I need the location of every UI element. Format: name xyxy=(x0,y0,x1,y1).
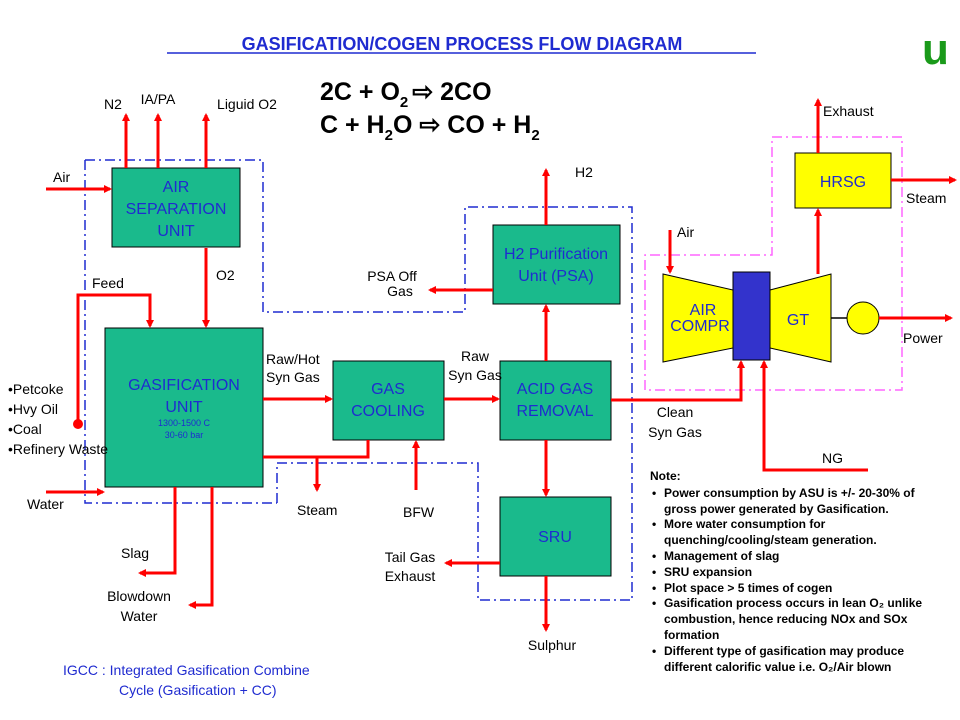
label-blowdown-2: Water xyxy=(121,608,158,624)
label-clean-2: Syn Gas xyxy=(648,424,702,440)
label-feed: Feed xyxy=(92,275,124,291)
svg-text:AIR: AIR xyxy=(163,179,190,196)
svg-text:REMOVAL: REMOVAL xyxy=(516,403,593,420)
note-item: More water consumption for quenching/coo… xyxy=(652,517,950,549)
label-n2: N2 xyxy=(104,96,122,112)
svg-text:SEPARATION: SEPARATION xyxy=(126,201,227,218)
label-psa-off-1: PSA Off xyxy=(367,268,417,284)
notes-panel: Note: Power consumption by ASU is +/- 20… xyxy=(650,469,950,675)
footer-igcc-2: Cycle (Gasification + CC) xyxy=(119,682,277,698)
notes-list: Power consumption by ASU is +/- 20-30% o… xyxy=(650,486,950,676)
boundary-gasification-left xyxy=(84,160,277,504)
arrow-slag xyxy=(138,487,177,577)
label-tail-gas-2: Exhaust xyxy=(385,568,436,584)
svg-text:Unit (PSA): Unit (PSA) xyxy=(518,268,594,285)
label-air-gt: Air xyxy=(677,224,694,240)
label-exhaust: Exhaust xyxy=(823,103,874,119)
equation-1: 2C + O2⇨ 2CO xyxy=(320,78,492,111)
arrow-feed xyxy=(76,293,154,421)
arrow-clean-syngas xyxy=(611,360,745,402)
svg-text:H2 Purification: H2 Purification xyxy=(504,246,608,263)
label-tail-gas-1: Tail Gas xyxy=(385,549,436,565)
gasification-unit[interactable]: GASIFICATION UNIT 1300-1500 C 30-60 bar xyxy=(104,327,264,488)
line-gasifier-to-cooling xyxy=(263,440,370,459)
notes-heading: Note: xyxy=(650,469,681,483)
svg-text:UNIT: UNIT xyxy=(165,399,203,416)
air-separation-unit[interactable]: AIR SEPARATION UNIT xyxy=(111,167,241,248)
label-ng: NG xyxy=(822,450,843,466)
label-steam-hrsg: Steam xyxy=(906,190,946,206)
sru-unit[interactable]: SRU xyxy=(499,496,612,577)
svg-text:GAS: GAS xyxy=(371,381,405,398)
boundary-power-block xyxy=(644,136,903,391)
svg-text:SRU: SRU xyxy=(538,529,572,546)
gas-cooling-unit[interactable]: GAS COOLING xyxy=(332,360,445,441)
note-item: Plot space > 5 times of cogen xyxy=(652,581,950,597)
equation-2: C + H2O ⇨ CO + H2 xyxy=(320,111,540,144)
acid-gas-removal-unit[interactable]: ACID GAS REMOVAL xyxy=(499,360,612,441)
label-water: Water xyxy=(27,496,64,512)
boundary-gasification-block xyxy=(85,159,633,560)
label-raw-2: Syn Gas xyxy=(448,367,502,383)
label-psa-off-2: Gas xyxy=(387,283,413,299)
arrow-ng xyxy=(760,360,868,472)
boundary-cleanup-lower xyxy=(276,462,633,601)
gas-turbine-assembly[interactable]: AIR COMPR GT xyxy=(662,271,880,363)
svg-text:COOLING: COOLING xyxy=(351,403,425,420)
label-steam-cooling: Steam xyxy=(297,502,337,518)
svg-text:ACID GAS: ACID GAS xyxy=(517,381,593,398)
label-clean-1: Clean xyxy=(657,404,694,420)
label-h2: H2 xyxy=(575,164,593,180)
h2-purification-unit[interactable]: H2 Purification Unit (PSA) xyxy=(492,224,621,305)
svg-text:COMPR: COMPR xyxy=(670,318,730,335)
svg-text:GASIFICATION: GASIFICATION xyxy=(128,377,240,394)
label-feedstock-4: •Refinery Waste xyxy=(8,441,108,457)
label-liquid-o2: Liguid O2 xyxy=(217,96,277,112)
label-ia-pa: IA/PA xyxy=(141,91,176,107)
note-item: SRU expansion xyxy=(652,565,950,581)
svg-text:GT: GT xyxy=(787,312,809,329)
feed-junction-dot xyxy=(73,419,83,429)
svg-text:HRSG: HRSG xyxy=(820,174,866,191)
note-item: Gasification process occurs in lean O₂ u… xyxy=(652,596,950,643)
generator xyxy=(846,301,880,335)
note-item: Different type of gasification may produ… xyxy=(652,644,950,676)
label-power: Power xyxy=(903,330,943,346)
svg-text:AIR: AIR xyxy=(690,302,717,319)
label-feedstock-2: •Hvy Oil xyxy=(8,401,58,417)
label-air-in: Air xyxy=(53,169,70,185)
label-feedstock-1: •Petcoke xyxy=(8,381,64,397)
label-raw-1: Raw xyxy=(461,348,490,364)
logo-u: u xyxy=(922,25,949,74)
svg-text:1300-1500 C: 1300-1500 C xyxy=(158,418,211,428)
note-item: Power consumption by ASU is +/- 20-30% o… xyxy=(652,486,950,518)
label-blowdown-1: Blowdown xyxy=(107,588,171,604)
label-o2: O2 xyxy=(216,267,235,283)
combustor-shaft xyxy=(732,271,771,361)
note-item: Management of slag xyxy=(652,549,950,565)
arrow-blowdown xyxy=(188,487,214,609)
svg-text:30-60 bar: 30-60 bar xyxy=(165,430,204,440)
svg-text:UNIT: UNIT xyxy=(157,223,195,240)
label-raw-hot-2: Syn Gas xyxy=(266,369,320,385)
label-slag: Slag xyxy=(121,545,149,561)
gas-turbine xyxy=(769,273,832,363)
label-sulphur: Sulphur xyxy=(528,637,577,653)
diagram-title: GASIFICATION/COGEN PROCESS FLOW DIAGRAM xyxy=(242,34,683,54)
hrsg-unit[interactable]: HRSG xyxy=(794,152,892,209)
label-bfw: BFW xyxy=(403,504,435,520)
footer-igcc-1: IGCC : Integrated Gasification Combine xyxy=(63,662,310,678)
label-feedstock-3: •Coal xyxy=(8,421,42,437)
label-raw-hot-1: Raw/Hot xyxy=(266,351,320,367)
